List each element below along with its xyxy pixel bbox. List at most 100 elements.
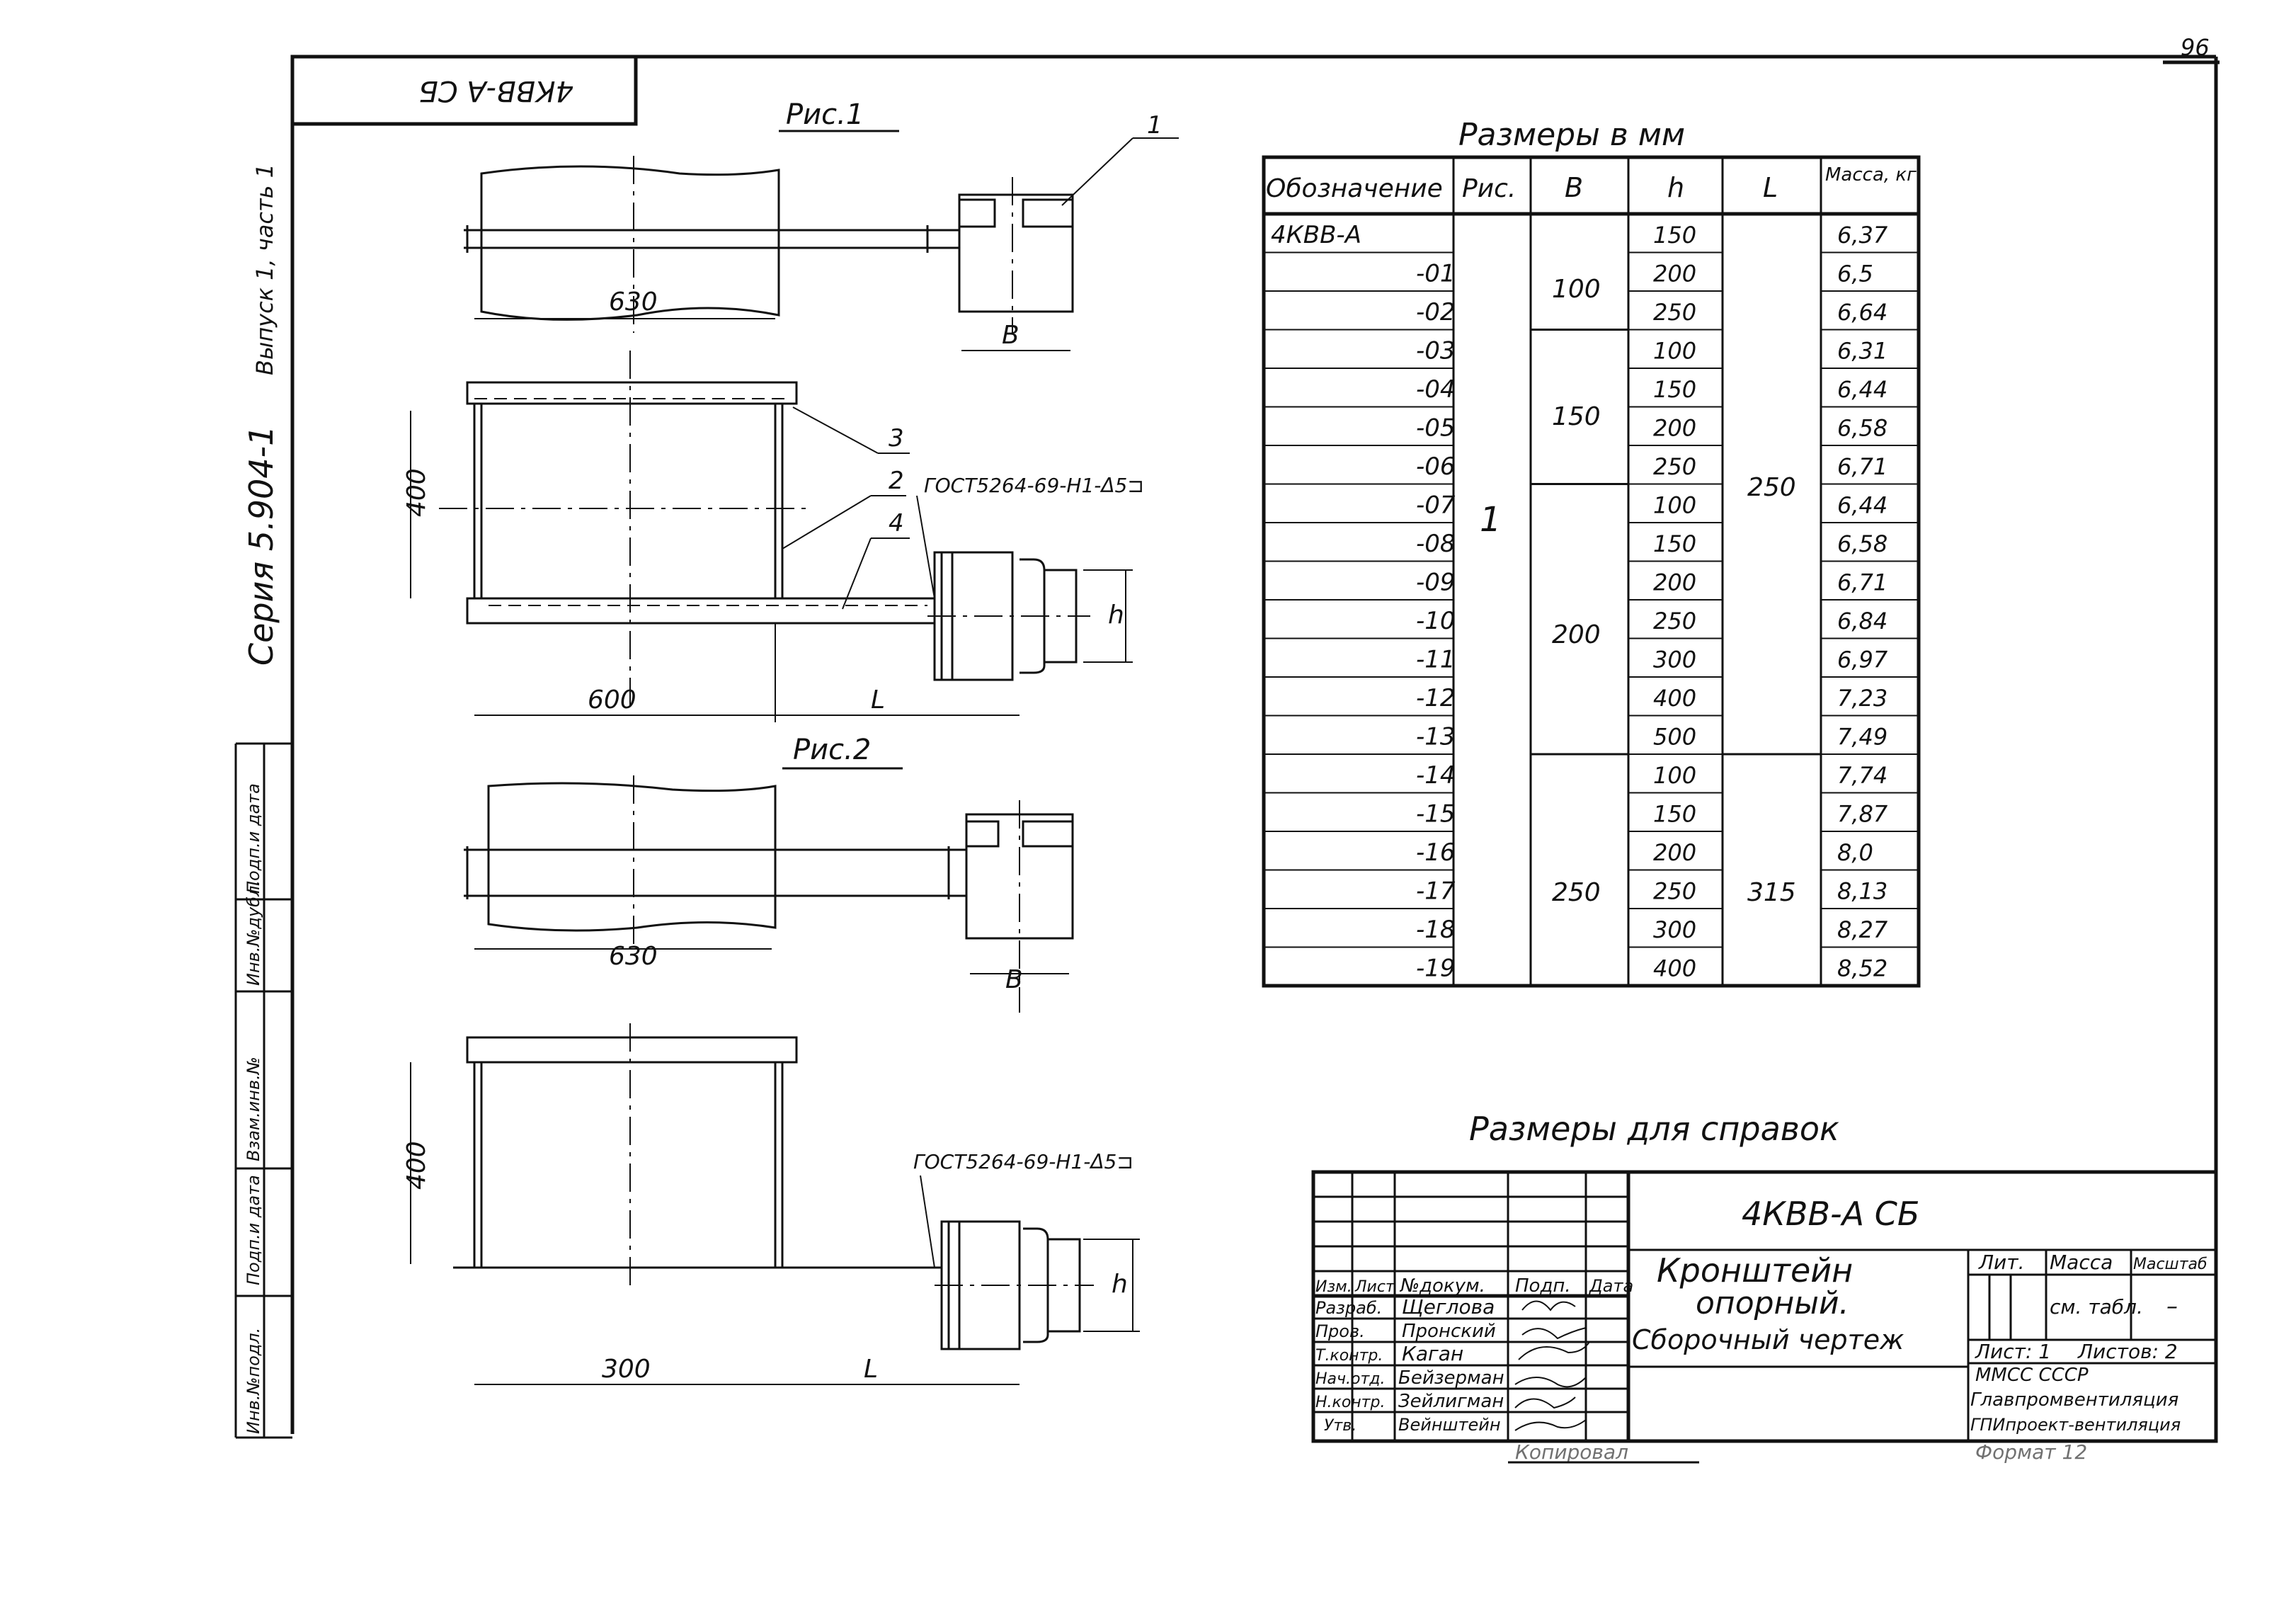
sheet-frame [290, 55, 2220, 1434]
role-prov: Пров. [1315, 1321, 1365, 1341]
fig1-callout-3: 3 [889, 424, 904, 453]
table-cell-h: 150 [1653, 530, 1696, 557]
table-cell-h: 400 [1653, 955, 1696, 981]
table-cell-mass: 6,37 [1837, 222, 1888, 249]
table-cell-designation: -03 [1416, 336, 1456, 365]
table-header-h: h [1667, 172, 1684, 203]
table-cell-mass: 6,44 [1837, 491, 1887, 518]
stamp-field-podp-data-1: Подп.и дата [244, 1175, 263, 1285]
title-block-scale-value: – [2166, 1292, 2178, 1319]
fig1-callout-4: 4 [889, 509, 904, 537]
table-cell-designation: -10 [1416, 607, 1456, 635]
stamp-field-inv-dubl: Инв.№дубл. [244, 880, 263, 986]
fig1-dim-630: 630 [609, 288, 658, 317]
fig2-weld-note: ГОСТ5264-69-Н1-Δ5⊐ [913, 1150, 1133, 1173]
name-nach-otd: Бейзерман [1398, 1367, 1504, 1389]
fig2-dim-300: 300 [602, 1355, 651, 1384]
table-cell-mass: 6,71 [1837, 453, 1887, 480]
col-header-list: Лист [1354, 1278, 1395, 1296]
role-razrab: Разраб. [1315, 1298, 1382, 1318]
fig1-callout-2: 2 [889, 467, 904, 495]
issue-label: Выпуск 1, часть 1 [251, 164, 278, 375]
table-cell-h: 200 [1653, 839, 1696, 866]
name-utv: Вейнштейн [1398, 1415, 1501, 1435]
name-tkontr: Каган [1402, 1342, 1463, 1365]
table-cell-mass: 8,27 [1837, 916, 1888, 943]
table-cell-designation: -04 [1416, 375, 1456, 404]
title-block-doc-type: Сборочный чертеж [1632, 1324, 1904, 1355]
table-cell-h: 250 [1653, 877, 1696, 904]
footer-format: Формат 12 [1975, 1440, 2087, 1464]
title-block-sheet: Лист: 1 [1975, 1340, 2051, 1363]
left-margin-stamp-strip [234, 742, 292, 1439]
table-cell-h: 150 [1653, 222, 1696, 249]
fig1-dim-L: L [871, 685, 885, 715]
table-cell-h: 500 [1653, 723, 1696, 750]
series-label: Серия 5.904-1 [242, 426, 280, 666]
fig1-dim-600: 600 [588, 685, 636, 715]
table-cell-mass: 6,5 [1837, 260, 1873, 287]
table-cell-h: 250 [1653, 608, 1696, 635]
table-cell-mass: 8,13 [1837, 877, 1887, 904]
fig2-dim-400: 400 [402, 1141, 431, 1190]
footer-copied: Копировал [1515, 1440, 1628, 1464]
title-block-lit-label: Лит. [1978, 1251, 2024, 1274]
table-cell-mass: 6,44 [1837, 376, 1887, 403]
table-cell-h: 100 [1653, 491, 1696, 518]
stamp-text: 4КВВ-А СБ [418, 74, 573, 107]
name-prov: Пронский [1402, 1321, 1496, 1342]
title-block-name-line1: Кронштейн [1657, 1251, 1853, 1290]
col-header-podp: Подп. [1515, 1275, 1571, 1297]
title-block-roles: Разраб. Щеглова Пров. Пронский Т.контр. … [1315, 1295, 1590, 1435]
stamp-field-vzam-inv: Взам.инв.№ [244, 1057, 263, 1161]
table-header-b: B [1565, 172, 1583, 203]
table-cell-h: 300 [1653, 916, 1696, 943]
table-merged-l-315: 315 [1747, 878, 1796, 907]
rotated-designation-stamp: 4КВВ-А СБ [290, 55, 638, 126]
table-merged-b-200: 200 [1552, 620, 1601, 649]
table-merged-cells: 1 100 150 200 250 250 315 [1480, 275, 1796, 907]
figure-2: Рис.2 630 B h 400 300 [402, 734, 1140, 1385]
table-cell-h: 100 [1653, 337, 1696, 364]
table-cell-designation: -19 [1416, 954, 1456, 982]
table-cell-mass: 6,58 [1837, 414, 1887, 441]
fig2-dim-L: L [864, 1355, 878, 1384]
table-cell-designation: 4КВВ-А [1271, 221, 1361, 249]
table-header-ris: Рис. [1462, 174, 1516, 203]
table-title: Размеры в мм [1458, 117, 1685, 153]
role-utv: Утв. [1324, 1417, 1357, 1435]
table-cell-designation: -02 [1416, 298, 1456, 326]
stamp-field-inv-podl: Инв.№подл. [244, 1328, 263, 1434]
title-block-scale-label: Масштаб [2133, 1256, 2208, 1273]
figure-1: Рис.1 630 B 1 [402, 98, 1179, 722]
table-cell-mass: 7,74 [1837, 762, 1887, 789]
table-merged-b-150: 150 [1552, 402, 1601, 431]
title-block-sheets: Листов: 2 [2077, 1340, 2178, 1363]
table-cell-h: 200 [1653, 569, 1696, 596]
fig1-callout-1: 1 [1147, 111, 1163, 140]
fig2-dim-B: B [1005, 965, 1023, 994]
table-cell-designation: -09 [1416, 568, 1456, 596]
table-cell-h: 150 [1653, 376, 1696, 403]
table-cell-h: 200 [1653, 414, 1696, 441]
fig2-dim-630: 630 [609, 942, 658, 971]
table-cell-h: 100 [1653, 762, 1696, 789]
title-block-column-headers: Изм. Лист №докум. Подп. Дата [1315, 1275, 1633, 1297]
table-cell-designation: -15 [1416, 800, 1456, 828]
table-cell-h: 400 [1653, 685, 1696, 712]
table-merged-l-250: 250 [1747, 473, 1796, 502]
table-merged-ris: 1 [1480, 500, 1502, 540]
table-cell-designation: -01 [1416, 259, 1456, 288]
fig1-dim-400: 400 [402, 468, 431, 517]
figure-1-title: Рис.1 [786, 98, 864, 131]
dimensions-table [1262, 155, 1921, 988]
fig2-dim-h: h [1112, 1270, 1128, 1299]
table-cell-designation: -12 [1416, 684, 1456, 712]
fig1-weld-note: ГОСТ5264-69-Н1-Δ5⊐ [924, 474, 1144, 497]
table-cell-designation: -17 [1416, 877, 1456, 905]
table-cell-designation: -07 [1416, 491, 1456, 519]
title-block-code: 4КВВ-А СБ [1742, 1195, 1919, 1233]
table-cell-h: 250 [1653, 453, 1696, 480]
figure-2-title: Рис.2 [793, 734, 871, 766]
